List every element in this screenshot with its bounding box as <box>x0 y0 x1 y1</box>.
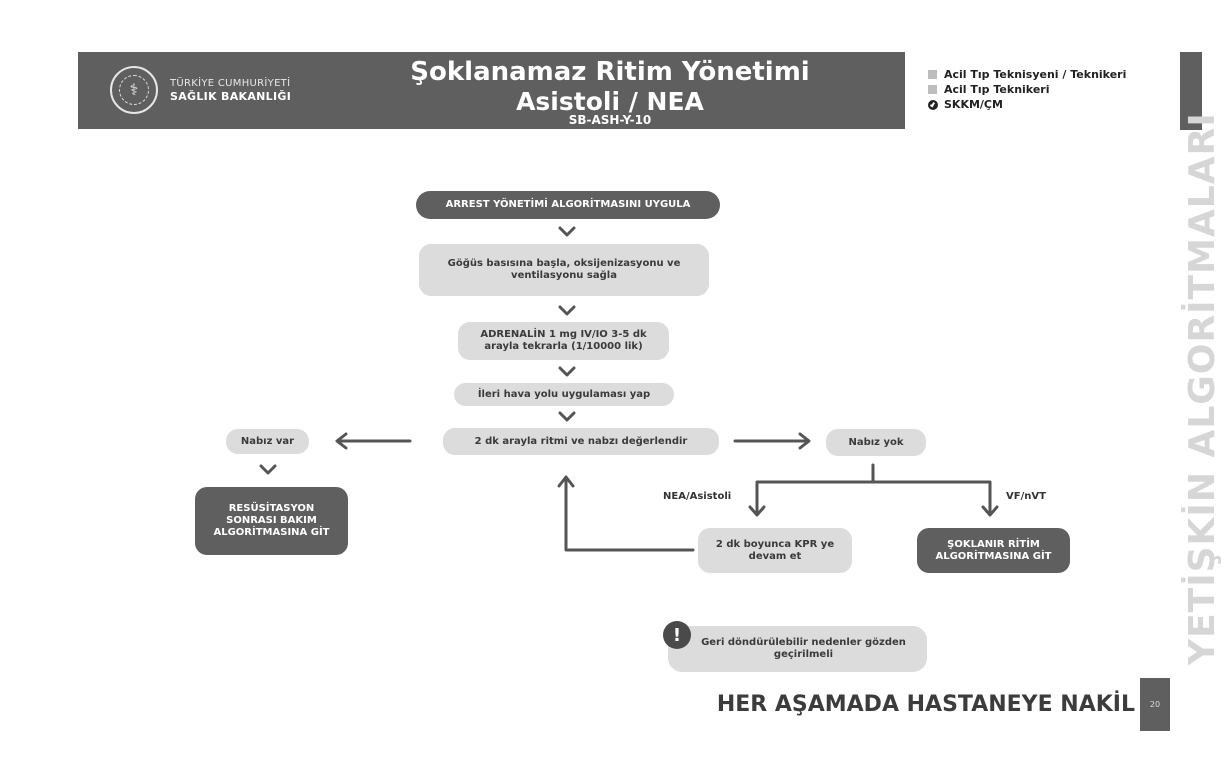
step-continue-cpr: 2 dk boyunca KPR ye devam et <box>698 528 852 573</box>
footer-transport-note: HER AŞAMADA HASTANEYE NAKİL <box>716 692 1135 717</box>
chevron-down-icon <box>558 226 576 237</box>
arrow-head-icon <box>798 432 811 450</box>
arrow-head-icon <box>748 505 766 517</box>
ministry-seal-inner <box>119 75 149 105</box>
branch-connector <box>755 463 875 516</box>
chevron-down-icon <box>558 305 576 316</box>
branch-label-vf: VF/nVT <box>1006 491 1046 502</box>
loop-back-connector <box>564 476 695 552</box>
step-rhythm-check: 2 dk arayla ritmi ve nabzı değerlendir <box>443 428 719 455</box>
legend-label: Acil Tıp Teknikeri <box>944 83 1050 96</box>
page-title: Şoklanamaz Ritim Yönetimi <box>410 57 810 87</box>
step-shockable-rhythm: ŞOKLANIR RİTİM ALGORİTMASINA GİT <box>917 528 1070 573</box>
chevron-down-icon <box>558 366 576 377</box>
legend-label: SKKM/ÇM <box>944 98 1003 111</box>
branch-connector-right <box>871 480 992 516</box>
protocol-code: SB-ASH-Y-10 <box>568 113 652 127</box>
step-chest-compressions: Göğüs basısına başla, oksijenizasyonu ve… <box>419 244 709 296</box>
page-subtitle: Asistoli / NEA <box>516 87 704 116</box>
arrow-head-icon <box>981 505 999 517</box>
arrow-head-icon <box>335 432 348 450</box>
side-tab <box>1180 52 1202 130</box>
square-icon <box>928 70 937 79</box>
chevron-down-icon <box>259 464 277 475</box>
pulse-absent: Nabız yok <box>826 429 926 456</box>
step-post-resuscitation: RESÜSİTASYON SONRASI BAKIM ALGORİTMASINA… <box>195 487 348 555</box>
square-icon <box>928 85 937 94</box>
check-circle-icon <box>928 99 938 110</box>
legend-item-skkm: SKKM/ÇM <box>928 98 1003 111</box>
arrow-head-icon <box>557 475 575 488</box>
branch-label-nea: NEA/Asistoli <box>663 491 732 502</box>
pulse-present: Nabız var <box>226 429 309 454</box>
legend-item-technician: Acil Tıp Teknisyeni / Teknikeri <box>928 68 1126 81</box>
step-adrenaline: ADRENALİN 1 mg IV/IO 3-5 dk arayla tekra… <box>458 322 669 360</box>
page-number: 20 <box>1140 678 1170 731</box>
chevron-down-icon <box>558 411 576 422</box>
header-bar <box>78 52 905 129</box>
legend-item-technician-2: Acil Tıp Teknikeri <box>928 83 1049 96</box>
step-arrest-management: ARREST YÖNETİMİ ALGORİTMASINI UYGULA <box>416 191 720 219</box>
ministry-seal-icon <box>110 66 158 114</box>
ministry-name-line1: TÜRKİYE CUMHURİYETİ <box>170 78 291 89</box>
caduceus-icon: ⚕ <box>129 80 139 99</box>
step-advanced-airway: İleri hava yolu uygulaması yap <box>454 383 674 406</box>
ministry-name-line2: SAĞLIK BAKANLIĞI <box>170 90 292 103</box>
reversible-causes-note: Geri döndürülebilir nedenler gözden geçi… <box>668 626 927 672</box>
legend-label: Acil Tıp Teknisyeni / Teknikeri <box>944 68 1127 81</box>
warning-icon: ! <box>663 621 691 649</box>
